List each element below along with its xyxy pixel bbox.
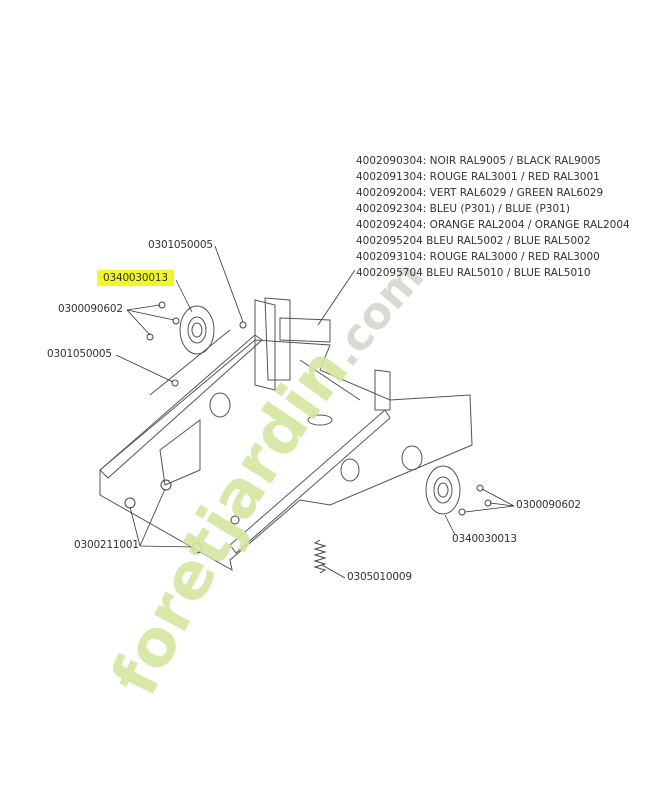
bearing-right bbox=[425, 465, 461, 515]
part-label-bearing-right[interactable]: 0340030013 bbox=[452, 533, 517, 545]
part-label-nuts-bottom[interactable]: 0300211001 bbox=[74, 539, 139, 551]
color-variant: 4002092304: BLEU (P301) / BLUE (P301) bbox=[356, 203, 570, 215]
part-label-nut-top[interactable]: 0301050005 bbox=[148, 239, 213, 251]
color-variant: 4002090304: NOIR RAL9005 / BLACK RAL9005 bbox=[356, 155, 601, 167]
part-label-spring[interactable]: 0305010009 bbox=[347, 571, 412, 583]
spring bbox=[313, 539, 327, 574]
color-variant: 4002095704 BLEU RAL5010 / BLUE RAL5010 bbox=[356, 267, 591, 279]
color-variant: 4002091304: ROUGE RAL3001 / RED RAL3001 bbox=[356, 171, 600, 183]
bearing-left bbox=[179, 305, 215, 355]
color-variant: 4002093104: ROUGE RAL3000 / RED RAL3000 bbox=[356, 251, 600, 263]
part-label-nut-left[interactable]: 0301050005 bbox=[47, 348, 112, 360]
color-variant: 4002092004: VERT RAL6029 / GREEN RAL6029 bbox=[356, 187, 604, 199]
color-variant-list: 4002090304: NOIR RAL9005 / BLACK RAL9005… bbox=[356, 153, 630, 281]
part-label-screws-left[interactable]: 0300090602 bbox=[58, 303, 123, 315]
color-variant: 4002095204 BLEU RAL5002 / BLUE RAL5002 bbox=[356, 235, 591, 247]
leader-lines bbox=[115, 245, 515, 579]
color-variant: 4002092404: ORANGE RAL2004 / ORANGE RAL2… bbox=[356, 219, 630, 231]
part-label-screws-right[interactable]: 0300090602 bbox=[516, 499, 581, 511]
frame bbox=[99, 297, 473, 571]
part-label-bearing-left-highlighted[interactable]: 0340030013 bbox=[97, 270, 174, 286]
